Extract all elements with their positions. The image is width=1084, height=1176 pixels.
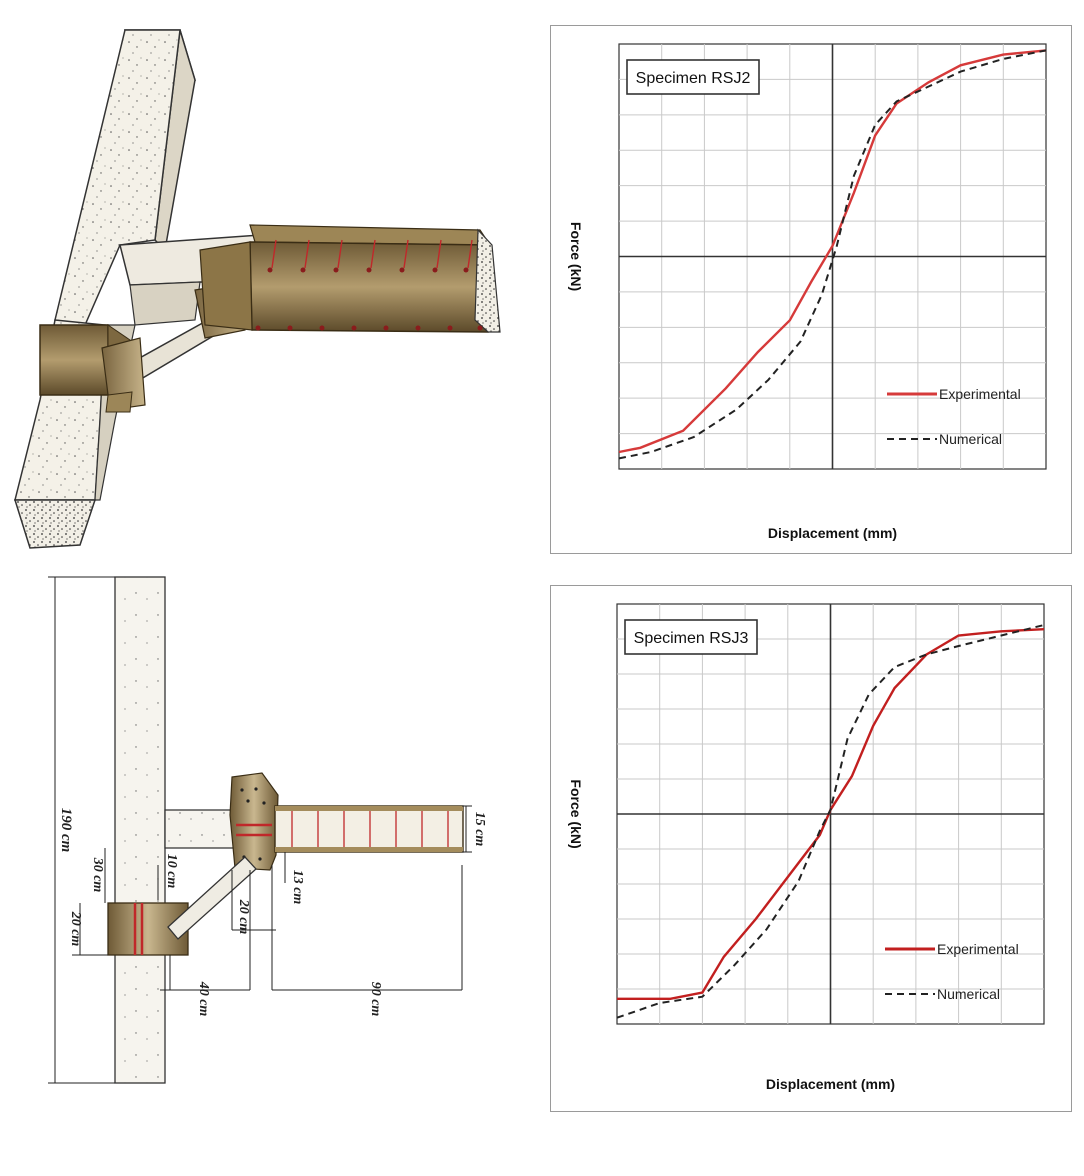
legend-label-experimental: Experimental xyxy=(937,941,1019,957)
dim-col-block: 20 cm xyxy=(68,911,83,947)
dim-beam-length: 90 cm xyxy=(368,982,383,1017)
y-axis-label: Force (kN) xyxy=(568,222,584,291)
legend-label-numerical: Numerical xyxy=(939,431,1002,447)
column-elevation xyxy=(114,576,166,1084)
column-steel-collar xyxy=(39,324,109,396)
beam-end-face xyxy=(474,228,501,333)
chart-title-box: Specimen RSJ2 xyxy=(626,59,760,95)
chart-rsj3: Specimen RSJ3ExperimentalNumericalDispla… xyxy=(568,603,1045,1092)
beam-rebar-dots xyxy=(255,267,483,331)
x-axis-label: Displacement (mm) xyxy=(768,525,897,541)
dim-beam-offset: 13 cm xyxy=(290,870,305,905)
dim-col-upper: 30 cm xyxy=(90,857,105,893)
series-line-numerical xyxy=(616,624,1045,1019)
column-end-face xyxy=(13,499,97,549)
chart-rsj2: Specimen RSJ2ExperimentalNumericalDispla… xyxy=(568,43,1047,541)
title-frame xyxy=(626,59,760,95)
brace-elevation xyxy=(167,856,257,940)
x-axis-label: Displacement (mm) xyxy=(766,1076,895,1092)
beam-stirrups xyxy=(271,239,473,269)
series-line-experimental xyxy=(618,49,1047,454)
y-axis-label: Force (kN) xyxy=(568,779,584,848)
chart-title-box: Specimen RSJ3 xyxy=(624,619,758,655)
beam-jacket-elevation xyxy=(274,805,464,853)
dim-beam-depth: 15 cm xyxy=(472,812,487,847)
legend-label-numerical: Numerical xyxy=(937,986,1000,1002)
dim-brace-offset: 10 cm xyxy=(164,854,179,889)
legend-label-experimental: Experimental xyxy=(939,386,1021,402)
chart-title: Specimen RSJ2 xyxy=(636,70,751,87)
beam-steel-jacket-side xyxy=(249,241,491,333)
series-line-numerical xyxy=(618,49,1047,460)
title-frame xyxy=(624,619,758,655)
dim-brace-span: 40 cm xyxy=(196,981,211,1017)
dim-height-total: 190 cm xyxy=(58,808,74,853)
elevation-drawing: 190 cm 30 cm 20 cm 10 cm 20 cm 40 cm 90 … xyxy=(0,565,520,1105)
chart-title: Specimen RSJ3 xyxy=(634,630,749,647)
isometric-joint-drawing xyxy=(0,20,520,560)
gusset-plate xyxy=(229,772,279,871)
dim-plate-width: 20 cm xyxy=(236,899,251,935)
